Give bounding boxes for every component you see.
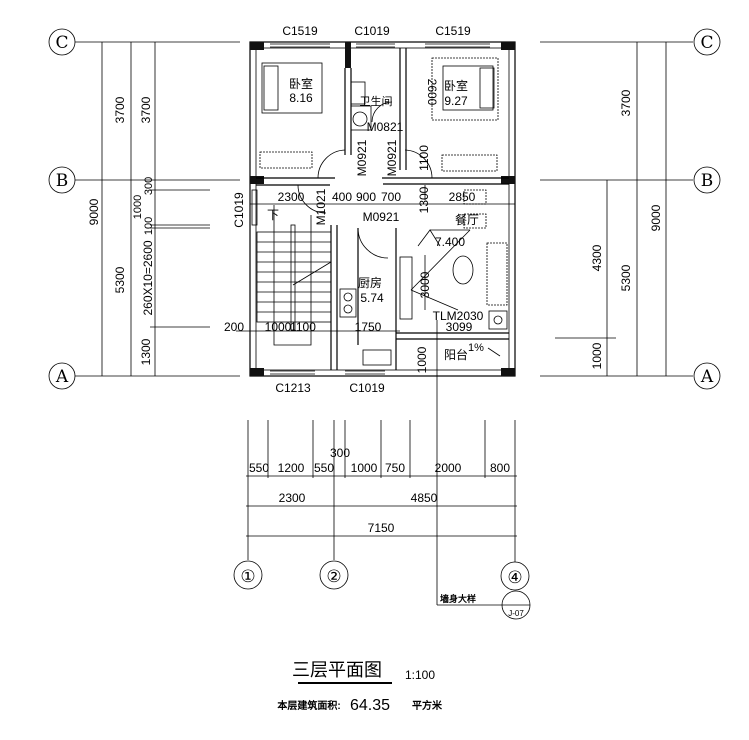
wall-detail-callout: 墙身大样 J-07 xyxy=(440,590,531,620)
bottom-dim-1000: 1000 xyxy=(351,461,378,475)
axis-label-c-left: C xyxy=(55,33,68,53)
wall-detail-label: 墙身大样 xyxy=(440,593,476,604)
area-unit: 平方米 xyxy=(412,699,443,712)
door-label-bath: M0821 xyxy=(367,120,404,134)
dim-left-9000: 9000 xyxy=(87,198,101,225)
axis-label-2: ② xyxy=(326,567,341,587)
title-name: 三层平面图 xyxy=(292,660,382,680)
door-label-balcony: TLM2030 xyxy=(433,309,484,323)
room-area-bedroom-left: 8.16 xyxy=(289,91,313,105)
room-name-bedroom-left: 卧室 xyxy=(289,76,313,91)
inner-dim-2300: 2300 xyxy=(278,190,305,204)
inner-dim-400: 400 xyxy=(332,190,352,204)
bottom-dim-2300: 2300 xyxy=(279,491,306,505)
staircase xyxy=(256,205,332,346)
stair-down-label: 下 xyxy=(267,208,279,222)
dim-right-9000: 9000 xyxy=(649,204,663,231)
level-mark: 7.400 xyxy=(435,235,465,249)
window-label-top-3: C1519 xyxy=(435,24,471,38)
inner-dim-3000: 3000 xyxy=(418,271,432,298)
room-area-bedroom-right: 9.27 xyxy=(444,94,468,108)
dim-right-4300: 4300 xyxy=(590,244,604,271)
bottom-dim-550-a: 550 xyxy=(249,461,269,475)
axis-label-b-left: B xyxy=(56,171,69,191)
room-name-kitchen: 厨房 xyxy=(358,275,382,290)
bottom-dim-750: 750 xyxy=(385,461,405,475)
window-label-bottom-1: C1213 xyxy=(275,381,311,395)
dim-left-stair: 260X10=2600 xyxy=(141,240,155,315)
inner-dim-1300: 1300 xyxy=(417,186,431,213)
building-walls xyxy=(236,41,516,377)
dim-left-5300: 5300 xyxy=(113,266,127,293)
dim-right-5300: 5300 xyxy=(619,264,633,291)
bottom-dim-300: 300 xyxy=(330,446,350,460)
inner-dim-2850: 2850 xyxy=(449,190,476,204)
dim-right-3700: 3700 xyxy=(619,89,633,116)
drawing-title: 三层平面图 1:100 本层建筑面积: 64.35 平方米 xyxy=(277,660,443,714)
right-dimensions: 3700 9000 4300 5300 1000 xyxy=(555,42,667,376)
title-scale: 1:100 xyxy=(405,668,435,682)
room-name-balcony: 阳台 xyxy=(444,347,468,362)
inner-dim-v-1100: 1100 xyxy=(417,145,431,171)
dim-right-1000: 1000 xyxy=(590,342,604,369)
left-dimensions: 9000 3700 3700 5300 300 1000 100 260X10=… xyxy=(87,42,210,376)
dim-left-1300: 1300 xyxy=(139,338,153,365)
inner-dim-3099: 3099 xyxy=(446,320,473,334)
room-name-bedroom-right: 卧室 xyxy=(444,78,468,93)
door-label-kitchen: M0921 xyxy=(363,210,400,224)
bottom-dim-1200: 1200 xyxy=(278,461,305,475)
axis-label-1: ① xyxy=(240,567,255,587)
area-value: 64.35 xyxy=(350,697,390,714)
inner-dim-1750: 1750 xyxy=(355,320,382,334)
dim-left-3700-b: 3700 xyxy=(139,96,153,123)
axis-label-4: ④ xyxy=(507,568,522,588)
room-area-kitchen: 5.74 xyxy=(360,291,384,305)
bottom-dimensions: 550 1200 550 300 1000 750 2000 800 2300 … xyxy=(246,446,517,537)
inner-dim-1000: 1000 xyxy=(265,320,292,334)
inner-dim-1100: 1100 xyxy=(290,320,316,334)
inner-dim-2600: 2600 xyxy=(425,79,439,106)
room-name-bathroom: 卫生间 xyxy=(360,94,393,108)
dim-left-3700-a: 3700 xyxy=(113,96,127,123)
door-label-bed-left: M0921 xyxy=(355,139,369,176)
balcony-slope: 1% xyxy=(468,342,484,354)
inner-dim-900: 900 xyxy=(356,190,376,204)
axis-bubbles: C B A C B A ① ② ④ xyxy=(48,28,721,591)
area-label: 本层建筑面积: xyxy=(277,699,340,712)
dim-left-100: 100 xyxy=(143,217,155,235)
bottom-dim-2000: 2000 xyxy=(435,461,462,475)
inner-dim-700: 700 xyxy=(381,190,401,204)
bottom-dim-800: 800 xyxy=(490,461,510,475)
wall-detail-ref: J-07 xyxy=(508,609,524,618)
inner-dim-200: 200 xyxy=(224,320,244,334)
window-label-top-1: C1519 xyxy=(282,24,318,38)
room-name-dining: 餐厅 xyxy=(455,212,479,227)
inner-dim-v-1000: 1000 xyxy=(415,346,429,373)
axis-label-a-left: A xyxy=(55,367,69,387)
axis-label-c-right: C xyxy=(700,33,713,53)
axis-label-a-right: A xyxy=(700,367,714,387)
window-label-top-2: C1019 xyxy=(354,24,390,38)
bottom-dim-550-b: 550 xyxy=(314,461,334,475)
door-label-stair: M1021 xyxy=(314,188,328,225)
axis-lines xyxy=(75,41,693,606)
axis-label-b-right: B xyxy=(701,171,714,191)
bottom-dim-7150: 7150 xyxy=(368,521,395,535)
window-label-bottom-2: C1019 xyxy=(349,381,385,395)
door-label-bed-right: M0921 xyxy=(385,139,399,176)
window-label-left: C1019 xyxy=(232,192,246,228)
dim-left-1000: 1000 xyxy=(132,195,144,219)
dim-left-300: 300 xyxy=(143,177,155,195)
bottom-dim-4850: 4850 xyxy=(411,491,438,505)
